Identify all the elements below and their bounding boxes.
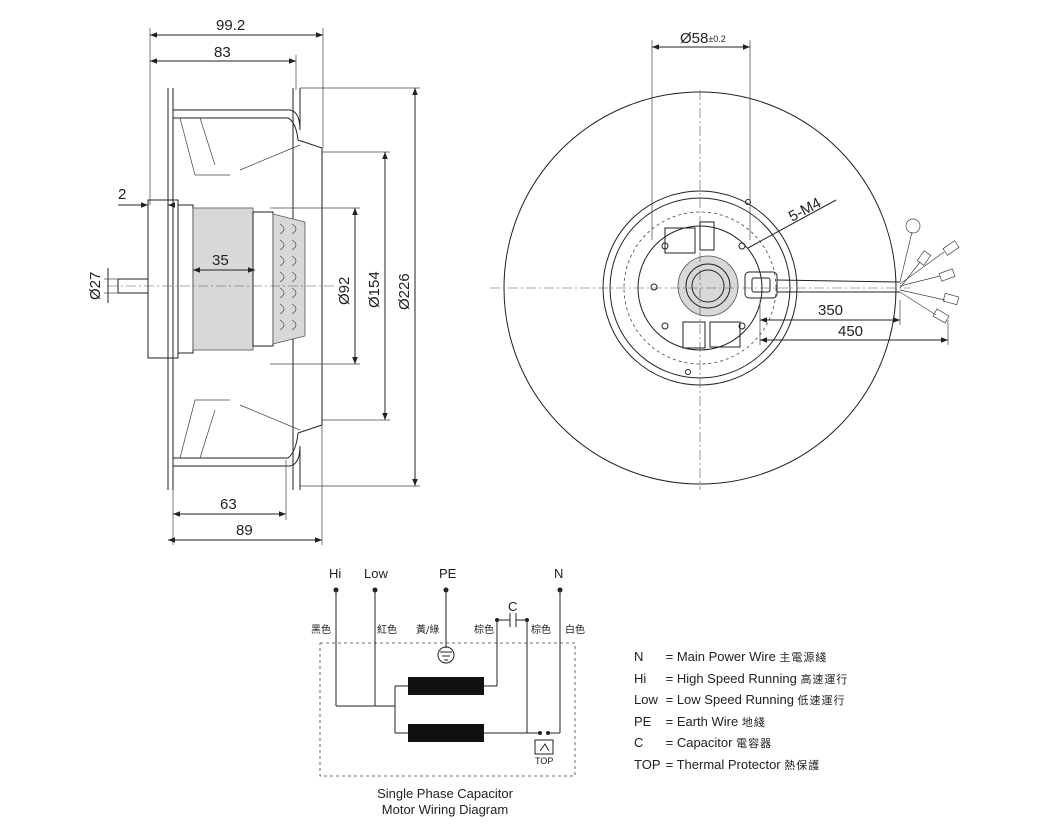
- dim-63: 63: [220, 496, 237, 513]
- dim-screws: 5-M4: [786, 194, 824, 225]
- wire-color-brown-2: 棕色: [531, 623, 551, 636]
- wire-color-yellow-green: 黃/綠: [416, 623, 439, 636]
- wiring-caption: Single Phase Capacitor Motor Wiring Diag…: [360, 786, 530, 818]
- legend-row: Hi = High Speed Running 高速運行: [634, 670, 849, 686]
- legend: N = Main Power Wire 主電源綫 Hi = High Speed…: [634, 646, 934, 775]
- dim-shaft-tol: ±0.2: [708, 34, 725, 44]
- legend-row: N = Main Power Wire 主電源綫: [634, 649, 828, 664]
- capacitor-label: C: [508, 599, 517, 614]
- dim-shaft-dia: Ø58: [680, 30, 708, 47]
- terminal-hi: Hi: [329, 566, 341, 581]
- dim-dia-154: Ø154: [366, 271, 383, 308]
- dim-83: 83: [214, 44, 231, 61]
- top-label: TOP: [535, 756, 553, 766]
- terminal-low: Low: [364, 566, 388, 581]
- wire-color-black: 黑色: [311, 623, 331, 636]
- dim-350: 350: [818, 302, 843, 319]
- front-view: Ø58±0.2 5-M4 350 450: [490, 30, 960, 490]
- dim-89: 89: [236, 522, 253, 539]
- legend-row: TOP = Thermal Protector 熱保護: [634, 756, 821, 772]
- legend-row: Low = Low Speed Running 低速運行: [634, 692, 846, 707]
- wiring-diagram: Hi Low PE N: [311, 566, 585, 777]
- dim-35: 35: [212, 252, 229, 269]
- dim-99-2: 99.2: [216, 17, 245, 34]
- low-speed-winding: [408, 724, 484, 742]
- high-speed-winding: [408, 677, 484, 695]
- wire-color-red: 紅色: [377, 623, 397, 636]
- dim-dia-92: Ø92: [336, 277, 353, 305]
- dim-2: 2: [118, 186, 126, 203]
- dim-450: 450: [838, 323, 863, 340]
- side-dimensions: 99.2 83 2 35 Ø27 Ø92 Ø15: [87, 17, 420, 545]
- dim-dia-226: Ø226: [396, 273, 413, 310]
- caption-line-2: Motor Wiring Diagram: [381, 802, 509, 817]
- side-view: 99.2 83 2 35 Ø27 Ø92 Ø15: [87, 17, 420, 545]
- wire-color-brown-1: 棕色: [474, 623, 494, 636]
- legend-row: PE = Earth Wire 地綫: [634, 713, 766, 729]
- svg-text:Ø58±0.2: Ø58±0.2: [680, 30, 726, 47]
- terminal-n: N: [554, 566, 563, 581]
- wire-color-white: 白色: [565, 623, 585, 636]
- legend-row: C = Capacitor 電容器: [634, 735, 773, 750]
- dim-dia-27: Ø27: [87, 272, 104, 300]
- terminal-pe: PE: [439, 566, 457, 581]
- caption-line-1: Single Phase Capacitor: [377, 786, 513, 801]
